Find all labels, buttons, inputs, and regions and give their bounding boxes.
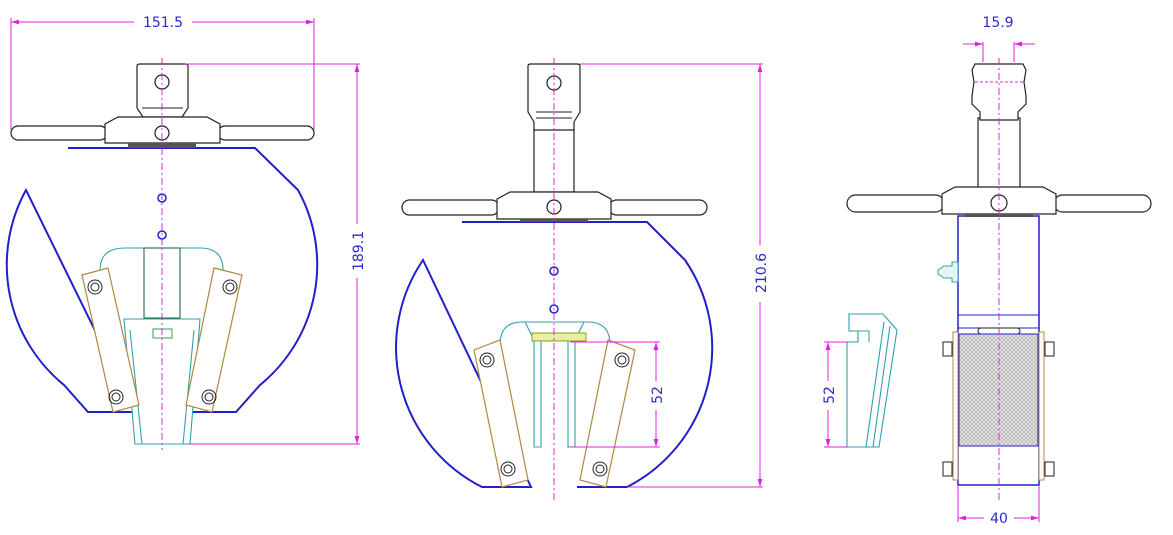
clevis-knob <box>527 63 581 131</box>
specimen-pad <box>531 332 587 342</box>
dim-jaw-opening: 52 <box>650 386 666 404</box>
dim-width: 151.5 <box>143 15 183 31</box>
handle-arm-right[interactable] <box>217 125 315 141</box>
dim-insert-height: 52 <box>822 386 838 404</box>
handle-arm-left[interactable] <box>401 199 500 216</box>
left-jaw <box>473 339 529 488</box>
right-jaw <box>185 267 243 413</box>
side-plate <box>1038 331 1045 481</box>
grease-fitting <box>937 261 959 283</box>
front-view-closed: 151.5 189.1 <box>5 15 367 450</box>
left-jaw <box>81 267 140 413</box>
jaw-bolts <box>87 279 238 405</box>
jaw-insert <box>846 313 898 448</box>
dim-body-width: 40 <box>990 511 1008 527</box>
side-bolts <box>942 341 1055 477</box>
handle-arm-right[interactable] <box>608 199 708 216</box>
handle-arm-left[interactable] <box>846 194 945 213</box>
dim-height: 210.6 <box>754 253 770 293</box>
dim-knob-width: 15.9 <box>982 15 1013 31</box>
handle-arm-left[interactable] <box>10 125 108 141</box>
dim-height: 189.1 <box>351 231 367 271</box>
side-plate <box>952 331 959 481</box>
side-view: 15.9 40 <box>846 15 1152 527</box>
jaw-bolts <box>479 352 630 477</box>
right-jaw <box>579 339 636 488</box>
handle-arm-right[interactable] <box>1053 194 1152 213</box>
jaw-detail: 52 <box>822 313 898 448</box>
front-view-open: 210.6 52 <box>395 58 770 500</box>
